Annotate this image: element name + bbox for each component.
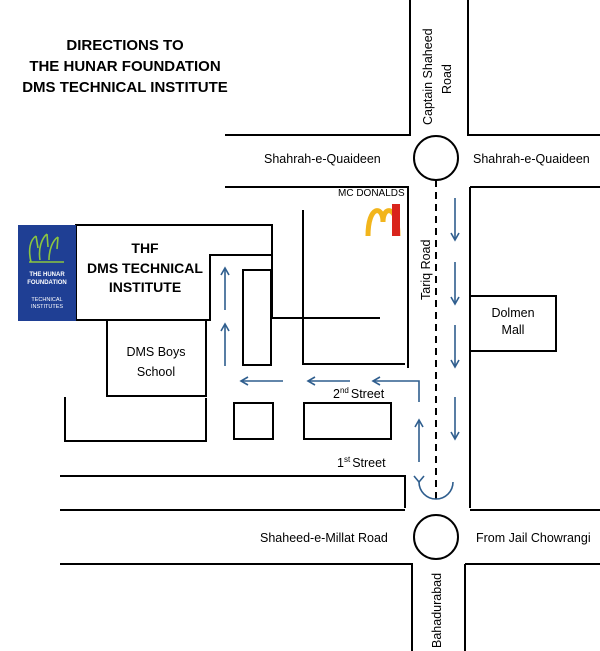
logo-sub-line2: INSTITUTES (31, 304, 63, 310)
label-dms-boys-line1: DMS Boys (126, 345, 185, 359)
label-dolmen-line1: Dolmen (491, 306, 534, 320)
label-jail-chowrangi: From Jail Chowrangi (476, 531, 591, 545)
label-dolmen-line2: Mall (502, 323, 525, 337)
block-left-lower (64, 397, 207, 442)
road-edge-first-street-north (60, 475, 406, 508)
label-dms-boys-line2: School (137, 365, 175, 379)
arrow-down-4 (450, 397, 460, 441)
label-captain-shaheed-line2: Road (440, 64, 454, 94)
title-line-3: DMS TECHNICAL INSTITUTE (22, 79, 228, 96)
logo-name-line1: THE HUNAR (29, 272, 65, 278)
u-turn-arrowhead (413, 475, 425, 483)
title-line-2: THE HUNAR FOUNDATION (29, 58, 220, 75)
arrow-left-2 (239, 376, 283, 386)
label-millat-road: Shaheed-e-Millat Road (260, 531, 388, 545)
road-labels: Captain Shaheed Road Shahrah-e-Quaideen … (260, 28, 591, 648)
label-quaideen-left: Shahrah-e-Quaideen (264, 152, 381, 166)
arrow-up-tariq (414, 418, 424, 462)
arrow-left-1 (306, 376, 350, 386)
block-mcdonalds-plot (302, 210, 405, 365)
road-edge-top-left (225, 0, 411, 136)
map-title: DIRECTIONS TO THE HUNAR FOUNDATION DMS T… (22, 37, 228, 96)
logo-sub-line1: TECHNICAL (31, 297, 62, 303)
road-edge-millat-left (60, 563, 413, 651)
roundabout-south (413, 514, 459, 560)
label-bahadurabad: Bahadurabad (430, 573, 444, 648)
arrow-down-3 (450, 325, 460, 369)
label-thf-line1: THF (131, 240, 159, 256)
block-small-1 (233, 402, 274, 440)
label-quaideen-right: Shahrah-e-Quaideen (473, 152, 590, 166)
arrow-turn-2nd (371, 376, 420, 402)
arrow-up-2 (220, 266, 230, 310)
arrow-up-1 (220, 322, 230, 366)
label-captain-shaheed-line1: Captain Shaheed (421, 28, 435, 125)
label-tariq-road: Tariq Road (419, 240, 433, 300)
label-thf-line2: DMS TECHNICAL (87, 260, 203, 276)
logo-name-line2: FOUNDATION (27, 280, 67, 286)
road-edge-quaideen-left (225, 186, 409, 368)
block-dolmen-mall (469, 295, 557, 352)
mcdonalds-logo (365, 204, 401, 237)
label-mcdonalds: MC DONALDS (338, 188, 405, 199)
arrow-down-1 (450, 198, 460, 242)
arrow-down-2 (450, 262, 460, 306)
road-edge-top-right (467, 0, 600, 136)
direction-arrows (220, 198, 460, 462)
label-thf-line3: INSTITUTE (109, 279, 181, 295)
block-small-2 (303, 402, 392, 440)
block-tall (242, 269, 272, 366)
hunar-foundation-logo: THE HUNAR FOUNDATION TECHNICAL INSTITUTE… (18, 225, 76, 321)
roundabout-north (413, 135, 459, 181)
hands-icon (28, 233, 64, 263)
block-dms-boys-school (106, 319, 207, 397)
u-turn-arrow (418, 481, 454, 500)
landmark-labels: MC DONALDS Dolmen Mall DMS Boys School T… (87, 188, 535, 379)
title-line-1: DIRECTIONS TO (66, 37, 184, 54)
